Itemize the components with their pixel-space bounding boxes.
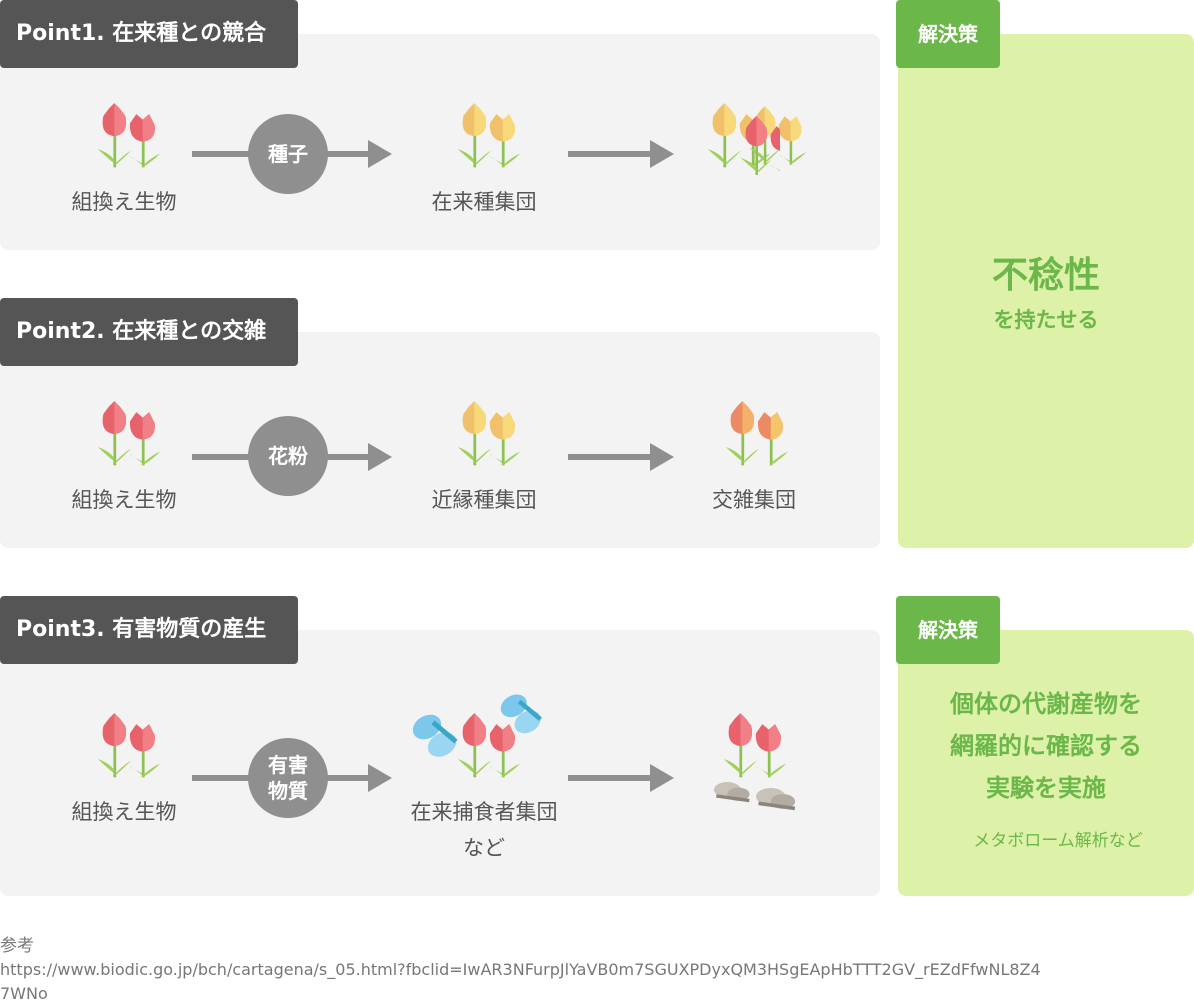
arrow [568,443,674,471]
point2-panel [0,332,880,548]
point3-panel [0,630,880,896]
carrier-circle: 花粉 [248,416,328,496]
butterfly-icon [498,692,545,738]
solution2-box [898,630,1194,896]
middle-label-line2: など [463,836,505,860]
red-tulip-icon [97,103,161,168]
solution2-line2: 網羅的に確認する [950,732,1142,760]
yellow-tulip-icon [457,401,521,466]
reference-url-continued[interactable]: 7WNo [0,984,48,1003]
yellow-tulip-icon [457,103,521,168]
dead-butterfly-icon [756,788,796,811]
carrier-label: 花粉 [268,444,308,468]
reference-label: 参考 [0,936,34,956]
solution1-box [898,34,1194,548]
arrow [568,764,674,792]
red-tulip-icon [741,116,780,175]
middle-label: 近縁種集団 [431,488,537,512]
red-tulip-icon [723,713,787,778]
solution2-line1: 個体の代謝産物を [950,690,1142,718]
solution1-tag: 解決策 [896,0,1000,68]
carrier-label-line2: 物質 [268,779,308,803]
red-tulip-icon [97,713,161,778]
result-label: 交雑集団 [712,488,796,512]
middle-label-line1: 在来捕食者集団 [410,800,558,824]
point2-tag: Point2. 在来種との交雑 [0,298,298,366]
carrier-circle: 種子 [248,114,328,194]
carrier-label-line1: 有害 [268,753,308,777]
middle-label: 在来種集団 [431,190,537,214]
carrier-circle: 有害物質 [248,738,328,818]
solution2-tag: 解決策 [896,596,1000,664]
source-label: 組換え生物 [71,488,177,512]
point1-tag: Point1. 在来種との競合 [0,0,298,68]
carrier-label: 種子 [268,142,308,166]
dead-butterfly-icon [714,782,750,803]
solution1-main: 不稔性 [991,255,1100,296]
point3-tag: Point3. 有害物質の産生 [0,596,298,664]
solution1-sub: を持たせる [993,308,1099,332]
solution2-note: メタボローム解析など [973,831,1143,851]
orange-tulip-icon [725,401,789,466]
source-label: 組換え生物 [71,190,177,214]
red-tulip-icon [97,401,161,466]
arrow [568,140,674,168]
solution2-line3: 実験を実施 [986,774,1106,802]
butterfly-icon [412,712,461,762]
point1-panel [0,34,880,250]
reference-url[interactable]: https://www.biodic.go.jp/bch/cartagena/s… [0,960,1041,979]
source-label: 組換え生物 [71,800,177,824]
